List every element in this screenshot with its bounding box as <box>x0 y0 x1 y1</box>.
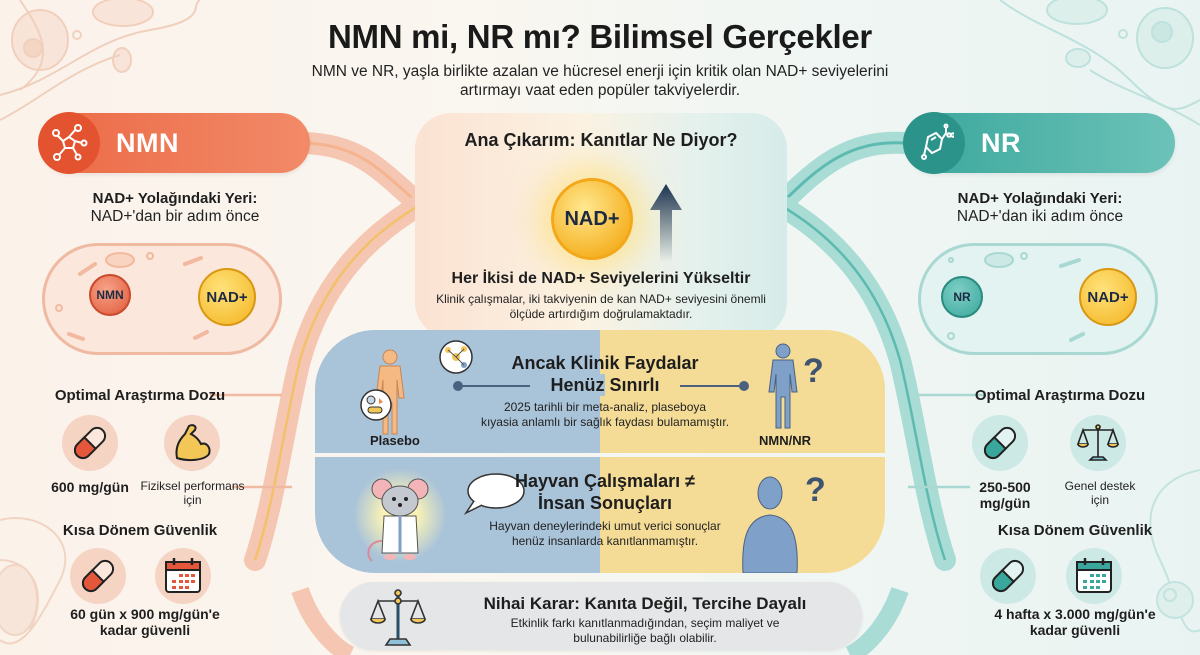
nr-safety-text-line2: kadar güvenli <box>1029 622 1121 638</box>
nad-central-orb: NAD+ <box>551 178 633 260</box>
supplement-person-icon <box>768 343 798 429</box>
animal-text-line1: Hayvan deneylerindeki umut verici sonuçl… <box>489 519 721 533</box>
question-mark-icon: ? <box>805 471 826 509</box>
nmn-label: NMN <box>116 127 179 158</box>
nmn-dose-note: Fiziksel performans için <box>140 479 245 507</box>
capsule-icon <box>980 548 1036 604</box>
nr-dose-value-line1: 250-500 <box>979 479 1031 495</box>
nmn-pathway-text: NAD+'dan bir adım önce <box>90 208 260 225</box>
finding-text: Klinik çalışmalar, iki takviyenin de kan… <box>436 292 766 321</box>
nmn-nr-label: NMN/NR <box>759 433 811 448</box>
page-title: NMN mi, NR mı? Bilimsel Gerçekler <box>328 18 872 55</box>
balance-scale-icon <box>1070 415 1126 471</box>
molecule-icon <box>38 112 100 174</box>
clinical-benefits-band: Ancak Klinik Faydalar Henüz Sınırlı 2025… <box>315 330 885 453</box>
capsule-icon <box>70 548 126 604</box>
calendar-icon <box>155 548 211 604</box>
nr-molecule: NR <box>941 276 983 318</box>
increase-arrow-icon <box>650 184 682 262</box>
molecule-bubble-icon <box>439 340 473 374</box>
nmn-cell-diagram: NMN NAD+ <box>42 243 282 355</box>
clinical-text-line2: kıyasia anlamlı bir sağlık faydası bulam… <box>480 415 730 429</box>
nr-safety-heading: Kısa Dönem Güvenlik <box>997 522 1153 539</box>
organelle-icons <box>55 252 209 341</box>
nr-label: NR <box>981 127 1021 158</box>
flexed-arm-icon <box>164 415 220 471</box>
capsule-icon <box>972 415 1028 471</box>
cell-doodles-bottom-right <box>1149 469 1200 633</box>
nr-pathway-text: NAD+'dan iki adım önce <box>956 208 1124 225</box>
nr-pathway-heading: NAD+ Yolağındaki Yeri: <box>957 190 1123 207</box>
nmn-pathway-heading: NAD+ Yolağındaki Yeri: <box>92 190 258 207</box>
nmn-safety-text-line1: 60 gün x 900 mg/gün'e <box>70 606 220 622</box>
nad-molecule: NAD+ <box>198 268 256 326</box>
scientist-mouse-icon <box>367 478 429 562</box>
clinical-heading-line1: Ancak Klinik Faydalar <box>511 353 699 373</box>
key-takeaway-title: Ana Çıkarım: Kanıtlar Ne Diyor? <box>464 130 738 150</box>
nmn-dose-heading: Optimal Araştırma Dozu <box>54 387 226 404</box>
organelle-icons <box>947 252 1085 342</box>
nr-dose-heading: Optimal Araştırma Dozu <box>974 387 1146 404</box>
nr-header-pill: NR <box>903 112 1175 174</box>
animal-text-line2: henüz insanlarda kanıtlanmamıştır. <box>511 534 699 548</box>
animal-studies-band: Hayvan Çalışmaları ≠ İnsan Sonuçları Hay… <box>315 457 885 573</box>
clinical-text-line1: 2025 tarihli bir meta-analiz, plaseboya <box>503 400 707 414</box>
balance-scale-icon <box>369 589 427 646</box>
comparison-dot-right <box>739 381 749 391</box>
nad-molecule: NAD+ <box>1079 268 1137 326</box>
nr-cell-diagram: NR NAD+ <box>918 243 1158 355</box>
nmn-molecule: NMN <box>89 274 131 316</box>
question-mark-icon: ? <box>803 352 824 390</box>
benzene-molecule-icon <box>903 112 965 174</box>
animal-heading-line1: Hayvan Çalışmaları ≠ <box>515 471 695 491</box>
verdict-text-line2: bulunabilirliğe bağlı olabilir. <box>573 631 717 645</box>
nmn-header-pill: NMN <box>38 112 310 174</box>
verdict-heading: Nihai Karar: Kanıta Değil, Tercihe Dayal… <box>483 594 807 613</box>
page-subtitle: NMN ve NR, yaşla birlikte azalan ve hücr… <box>311 63 889 99</box>
nr-dose-note-line2: için <box>1090 493 1109 507</box>
comparison-dot-left <box>453 381 463 391</box>
verdict-panel <box>340 582 862 650</box>
clinical-heading-line2: Henüz Sınırlı <box>530 374 680 396</box>
pills-bubble-icon <box>360 389 392 421</box>
nr-safety-text-line1: 4 hafta x 3.000 mg/gün'e <box>994 606 1156 622</box>
capsule-icon <box>62 415 118 471</box>
nmn-safety-heading: Kısa Dönem Güvenlik <box>62 522 218 539</box>
human-silhouette-icon <box>742 476 798 573</box>
placebo-label: Plasebo <box>370 433 420 448</box>
verdict-text-line1: Etkinlik farkı kanıtlanmadığından, seçim… <box>510 616 780 630</box>
animal-heading-line2: İnsan Sonuçları <box>537 493 673 513</box>
nr-dose-note-line1: Genel destek <box>1064 479 1136 493</box>
nr-dose-value-line2: mg/gün <box>979 495 1031 511</box>
finding-heading: Her İkisi de NAD+ Seviyelerini Yükseltir <box>451 270 751 287</box>
cell-doodles-bottom-left <box>0 517 67 645</box>
cell-doodles-right <box>999 0 1200 126</box>
nmn-dose-value: 600 mg/gün <box>51 479 129 495</box>
cell-doodles-left <box>0 0 201 121</box>
speech-bubble-icon <box>463 473 525 515</box>
nmn-safety-text-line2: kadar güvenli <box>99 622 191 638</box>
calendar-icon <box>1066 548 1122 604</box>
